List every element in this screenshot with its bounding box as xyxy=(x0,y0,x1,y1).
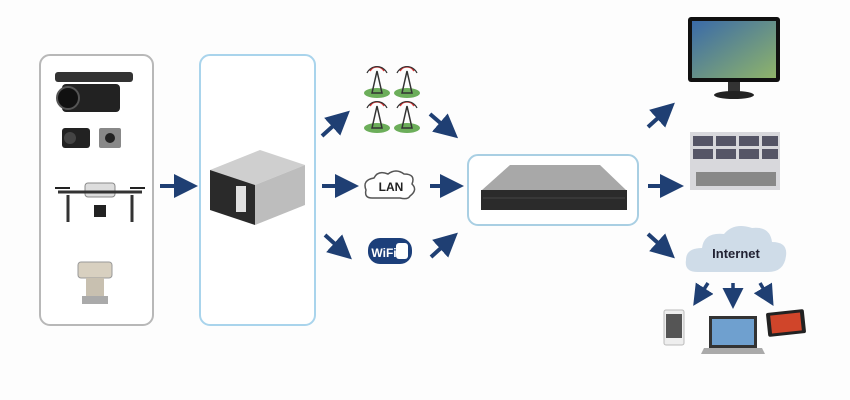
ptz-camera-icon xyxy=(77,261,113,304)
arrow-internet-to-phone xyxy=(693,282,714,306)
rack-server-icon xyxy=(481,165,627,210)
camcorder-icon xyxy=(55,72,133,112)
tower-icon xyxy=(364,100,390,133)
wifi-label: WiFi xyxy=(371,246,396,260)
lan-label: LAN xyxy=(379,180,404,194)
arrow-mobile-to-server xyxy=(428,112,459,139)
lan-cloud: LAN xyxy=(364,170,416,200)
arrow-internet-to-tablet xyxy=(753,282,774,307)
tower-icon xyxy=(394,65,420,98)
phone-icon xyxy=(663,309,685,346)
encoder-box xyxy=(199,54,316,326)
mobile-towers-icon xyxy=(364,65,420,133)
monitor-icon xyxy=(688,17,780,99)
internet-cloud: Internet xyxy=(685,226,787,272)
server-box xyxy=(467,154,639,226)
action-camera-icon xyxy=(62,128,121,148)
video-wall-icon xyxy=(690,132,780,190)
arrow-encoder-to-mobile xyxy=(320,110,350,138)
encoder-device-icon xyxy=(210,150,305,225)
wifi-icon: WiFi xyxy=(368,238,412,264)
arrow-server-to-monitor xyxy=(646,102,675,129)
internet-label: Internet xyxy=(712,246,760,261)
arrow-wifi-to-server xyxy=(429,232,458,259)
drone-icon xyxy=(55,182,145,222)
laptop-icon xyxy=(701,316,765,354)
tower-icon xyxy=(364,65,390,98)
source-devices-box xyxy=(39,54,154,326)
tower-icon xyxy=(394,100,420,133)
arrow-server-to-internet xyxy=(646,232,675,259)
arrow-encoder-to-wifi xyxy=(323,233,352,260)
tablet-icon xyxy=(766,309,806,337)
